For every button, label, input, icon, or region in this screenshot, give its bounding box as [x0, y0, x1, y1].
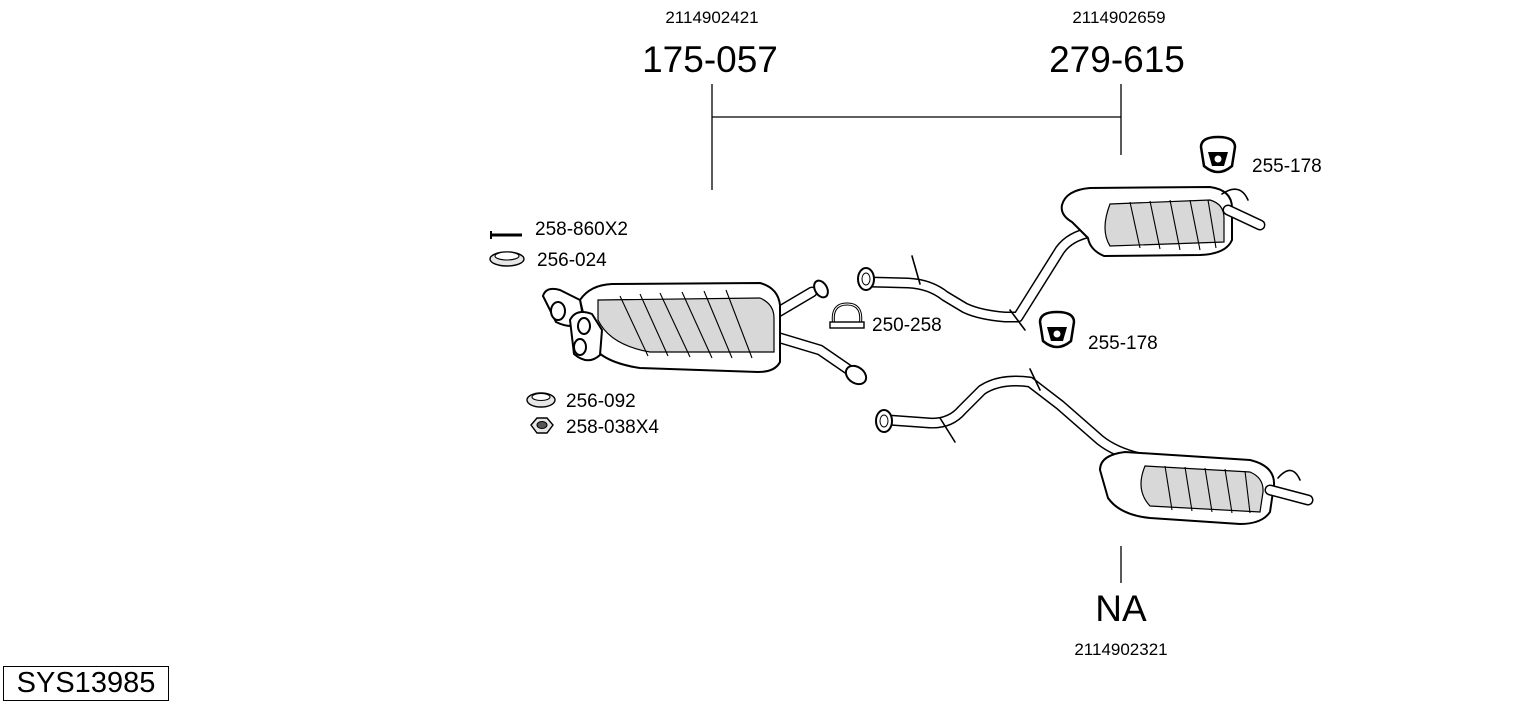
accessory-nut-label[interactable]: 258-038X4 — [566, 417, 659, 438]
accessory-hanger-label-middle[interactable]: 255-178 — [1088, 333, 1158, 354]
rubber-hanger-icon — [1038, 310, 1076, 349]
part-number-front-silencer[interactable]: 175-057 — [642, 39, 778, 80]
rear-silencer-lower-drawing[interactable] — [875, 368, 1314, 525]
bolt-icon — [490, 231, 522, 239]
part-number-rear-silencer[interactable]: 279-615 — [1049, 39, 1185, 80]
part-number-rear-lower[interactable]: NA — [1095, 588, 1147, 629]
rear-silencer-upper-drawing[interactable] — [857, 186, 1266, 331]
pipe-clamp-icon — [829, 302, 865, 329]
accessory-bolt-label[interactable]: 258-860X2 — [535, 219, 628, 240]
gasket-ring-icon — [489, 251, 525, 267]
accessory-clamp-label[interactable]: 250-258 — [872, 315, 942, 336]
group-leader-lines — [711, 84, 1122, 583]
nut-icon — [530, 417, 554, 434]
gasket-ring-icon — [526, 392, 556, 408]
front-silencer-drawing[interactable] — [542, 278, 870, 388]
accessory-hanger-label-upper[interactable]: 255-178 — [1252, 156, 1322, 177]
accessory-gasket-label[interactable]: 256-024 — [537, 250, 607, 271]
rubber-hanger-icon — [1199, 135, 1237, 174]
accessory-gasket-label-2[interactable]: 256-092 — [566, 391, 636, 412]
oem-number-rear-lower: 2114902321 — [1074, 640, 1167, 659]
oem-number-rear-upper: 2114902659 — [1072, 8, 1165, 27]
diagram-id-label: SYS13985 — [3, 666, 169, 701]
oem-number-front: 2114902421 — [665, 8, 758, 27]
